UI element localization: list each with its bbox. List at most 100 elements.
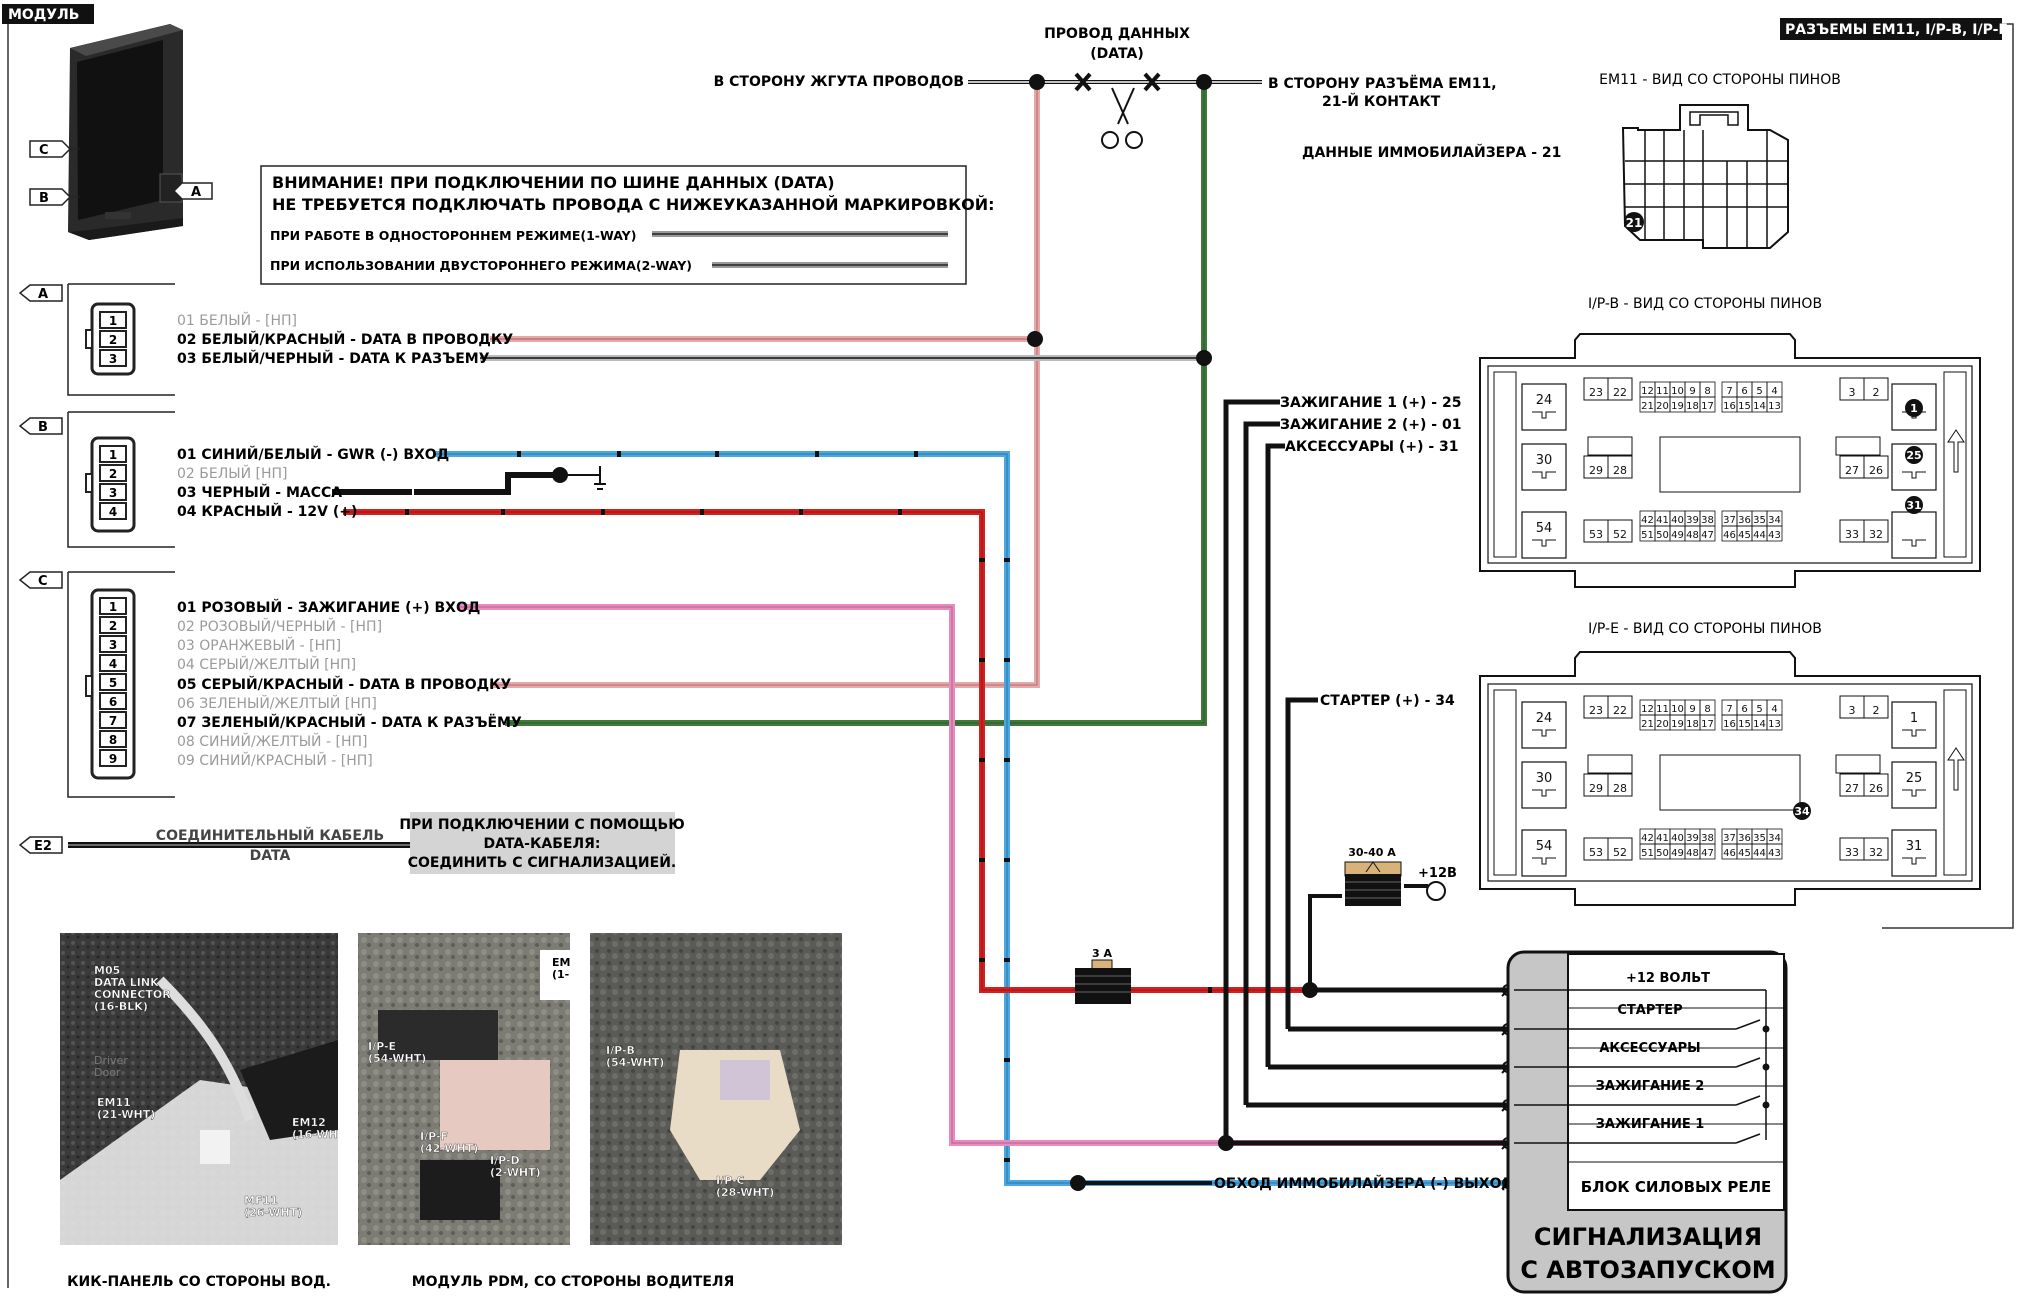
svg-text:19: 19 bbox=[1671, 719, 1684, 730]
svg-text:21: 21 bbox=[1641, 401, 1654, 412]
relay-block-title: БЛОК СИЛОВЫХ РЕЛЕ bbox=[1581, 1178, 1772, 1196]
connector-a: A 1 2 3 01 БЕЛЫЙ - [НП] 02 БЕЛЫЙ/КРАСНЫЙ… bbox=[18, 283, 513, 396]
svg-text:51: 51 bbox=[1641, 530, 1654, 541]
svg-text:22: 22 bbox=[1613, 704, 1627, 717]
svg-text:41: 41 bbox=[1656, 515, 1669, 526]
svg-text:1: 1 bbox=[1910, 711, 1918, 726]
svg-text:17: 17 bbox=[1701, 719, 1714, 730]
b-wire-03: 03 ЧЕРНЫЙ - МАССА bbox=[177, 484, 342, 501]
svg-text:50: 50 bbox=[1656, 530, 1669, 541]
svg-text:E2: E2 bbox=[34, 839, 52, 854]
c-wire-03: 03 ОРАНЖЕВЫЙ - [НП] bbox=[177, 636, 341, 654]
svg-text:4: 4 bbox=[109, 657, 117, 671]
svg-text:7: 7 bbox=[109, 714, 117, 728]
warning-twoway: ПРИ ИСПОЛЬЗОВАНИИ ДВУСТОРОННЕГО РЕЖИМА(2… bbox=[270, 258, 692, 273]
svg-text:54: 54 bbox=[1536, 521, 1553, 536]
b-wire-01: 01 СИНИЙ/БЕЛЫЙ - GWR (-) ВХОД bbox=[177, 446, 449, 463]
module-title-box bbox=[2, 4, 94, 24]
ipb-title: I/P-B - ВИД СО СТОРОНЫ ПИНОВ bbox=[1588, 296, 1822, 312]
svg-text:I/P-B: I/P-B bbox=[606, 1044, 635, 1057]
a-wire-02: 02 БЕЛЫЙ/КРАСНЫЙ - DATA В ПРОВОДКУ bbox=[177, 331, 513, 348]
photo-pdm-2: I/P-B (54-WHT) I/P-C (28-WHT) bbox=[590, 933, 842, 1245]
svg-text:15: 15 bbox=[1738, 719, 1751, 730]
scissors-icon bbox=[1101, 87, 1143, 149]
svg-text:3: 3 bbox=[1849, 704, 1856, 717]
data-wire-left-label: В СТОРОНУ ЖГУТА ПРОВОДОВ bbox=[714, 74, 964, 90]
b-wire-04: 04 КРАСНЫЙ - 12V (+) bbox=[177, 503, 357, 520]
svg-text:23: 23 bbox=[1589, 386, 1603, 399]
svg-text:25: 25 bbox=[1906, 771, 1923, 786]
alarm-unit: +12 ВОЛЬТ СТАРТЕР АКСЕССУАРЫ ЗАЖИГАНИЕ 2… bbox=[1506, 950, 1788, 1294]
svg-text:38: 38 bbox=[1701, 833, 1714, 844]
svg-text:2: 2 bbox=[109, 619, 117, 633]
svg-text:I/P-E: I/P-E bbox=[368, 1040, 396, 1053]
alarm-title-2: С АВТОЗАПУСКОМ bbox=[1520, 1256, 1775, 1284]
svg-text:36: 36 bbox=[1738, 515, 1751, 526]
svg-text:45: 45 bbox=[1738, 848, 1751, 859]
svg-text:(54-WHT): (54-WHT) bbox=[368, 1052, 426, 1065]
relay-starter: СТАРТЕР bbox=[1617, 1003, 1682, 1018]
left-frame bbox=[7, 9, 22, 1288]
svg-text:40: 40 bbox=[1671, 515, 1684, 526]
svg-text:11: 11 bbox=[1656, 704, 1669, 715]
c-wire-08: 08 СИНИЙ/ЖЕЛТЫЙ - [НП] bbox=[177, 732, 367, 750]
svg-text:48: 48 bbox=[1686, 530, 1699, 541]
em11-title: EM11 - ВИД СО СТОРОНЫ ПИНОВ bbox=[1599, 72, 1841, 88]
module-image bbox=[68, 24, 183, 240]
svg-text:17: 17 bbox=[1701, 401, 1714, 412]
svg-text:1: 1 bbox=[109, 314, 117, 328]
connectors-title-box bbox=[1780, 18, 2002, 40]
svg-text:32: 32 bbox=[1869, 528, 1883, 541]
svg-text:9: 9 bbox=[1689, 704, 1695, 715]
fuse-30-40a: 30-40 A bbox=[1344, 846, 1402, 906]
plus12-label: +12B bbox=[1418, 866, 1457, 881]
svg-text:5: 5 bbox=[109, 676, 117, 690]
photo-kick-panel: M05 DATA LINK CONNECTOR (16-BLK) EM11 (2… bbox=[60, 933, 338, 1245]
svg-text:4: 4 bbox=[1771, 704, 1777, 715]
svg-text:37: 37 bbox=[1723, 833, 1736, 844]
svg-text:MF11: MF11 bbox=[244, 1194, 278, 1207]
svg-text:8: 8 bbox=[1704, 386, 1710, 397]
warning-oneway: ПРИ РАБОТЕ В ОДНОСТОРОННЕМ РЕЖИМЕ(1-WAY) bbox=[270, 228, 636, 243]
svg-text:39: 39 bbox=[1686, 515, 1699, 526]
svg-text:13: 13 bbox=[1768, 719, 1781, 730]
svg-text:8: 8 bbox=[109, 733, 117, 747]
svg-text:2: 2 bbox=[1873, 704, 1880, 717]
svg-text:44: 44 bbox=[1753, 530, 1766, 541]
svg-text:52: 52 bbox=[1613, 846, 1627, 859]
svg-text:10: 10 bbox=[1671, 704, 1684, 715]
c-wire-06: 06 ЗЕЛЕНЫЙ/ЖЕЛТЫЙ [НП] bbox=[177, 694, 377, 712]
svg-text:35: 35 bbox=[1753, 515, 1766, 526]
c-wire-07: 07 ЗЕЛЕНЫЙ/КРАСНЫЙ - DATA К РАЗЪЁМУ bbox=[177, 714, 522, 731]
svg-text:22: 22 bbox=[1613, 386, 1627, 399]
svg-text:7: 7 bbox=[1726, 704, 1732, 715]
svg-text:2: 2 bbox=[1873, 386, 1880, 399]
svg-text:3: 3 bbox=[109, 486, 117, 500]
svg-text:3 A: 3 A bbox=[1092, 947, 1112, 960]
data-wire-title-1: ПРОВОД ДАННЫХ bbox=[1044, 26, 1190, 42]
svg-text:DATA LINK: DATA LINK bbox=[94, 976, 159, 989]
svg-text:24: 24 bbox=[1536, 393, 1553, 408]
svg-text:I/P-C: I/P-C bbox=[716, 1174, 745, 1187]
module-tag-a: A bbox=[166, 182, 213, 200]
module-tag-c: C bbox=[29, 140, 80, 158]
e2-note-1: ПРИ ПОДКЛЮЧЕНИИ С ПОМОЩЬЮ bbox=[399, 817, 684, 833]
svg-text:27: 27 bbox=[1845, 782, 1859, 795]
svg-text:18: 18 bbox=[1686, 401, 1699, 412]
svg-text:(16-WH: (16-WH bbox=[292, 1128, 338, 1141]
svg-text:1: 1 bbox=[109, 448, 117, 462]
a-wire-03: 03 БЕЛЫЙ/ЧЕРНЫЙ - DATA К РАЗЪЕМУ bbox=[177, 350, 490, 367]
svg-text:14: 14 bbox=[1753, 401, 1766, 412]
connector-e2: E2 СОЕДИНИТЕЛЬНЫЙ КАБЕЛЬ DATA ПРИ ПОДКЛЮ… bbox=[18, 812, 685, 874]
svg-text:25: 25 bbox=[1906, 449, 1921, 462]
svg-text:(16-BLK): (16-BLK) bbox=[94, 1000, 148, 1013]
svg-text:3: 3 bbox=[1849, 386, 1856, 399]
c-wire-05: 05 СЕРЫЙ/КРАСНЫЙ - DATA В ПРОВОДКУ bbox=[177, 676, 512, 693]
photo-caption-1: КИК-ПАНЕЛЬ СО СТОРОНЫ ВОД. bbox=[67, 1274, 331, 1290]
svg-text:1: 1 bbox=[109, 600, 117, 614]
svg-text:28: 28 bbox=[1613, 464, 1627, 477]
svg-text:20: 20 bbox=[1656, 719, 1669, 730]
svg-text:20: 20 bbox=[1656, 401, 1669, 412]
svg-text:39: 39 bbox=[1686, 833, 1699, 844]
